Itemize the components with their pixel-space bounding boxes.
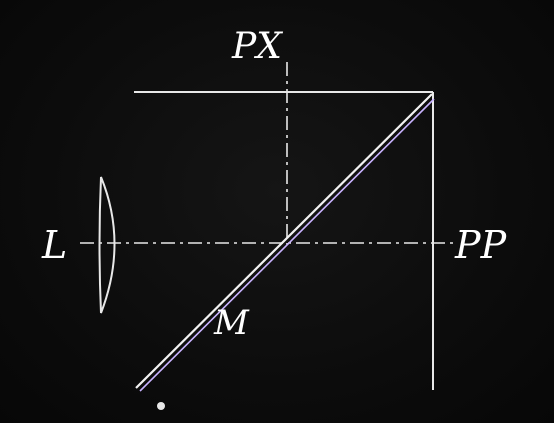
label-mirror: M	[213, 303, 250, 343]
speck-mark	[157, 402, 165, 410]
lens-shape	[98, 176, 116, 314]
label-pp: PP	[454, 223, 508, 267]
label-lens: L	[41, 223, 67, 267]
mirror-line-outer	[135, 93, 433, 389]
mirror-line-inner	[139, 98, 435, 392]
label-px: PX	[231, 26, 283, 67]
